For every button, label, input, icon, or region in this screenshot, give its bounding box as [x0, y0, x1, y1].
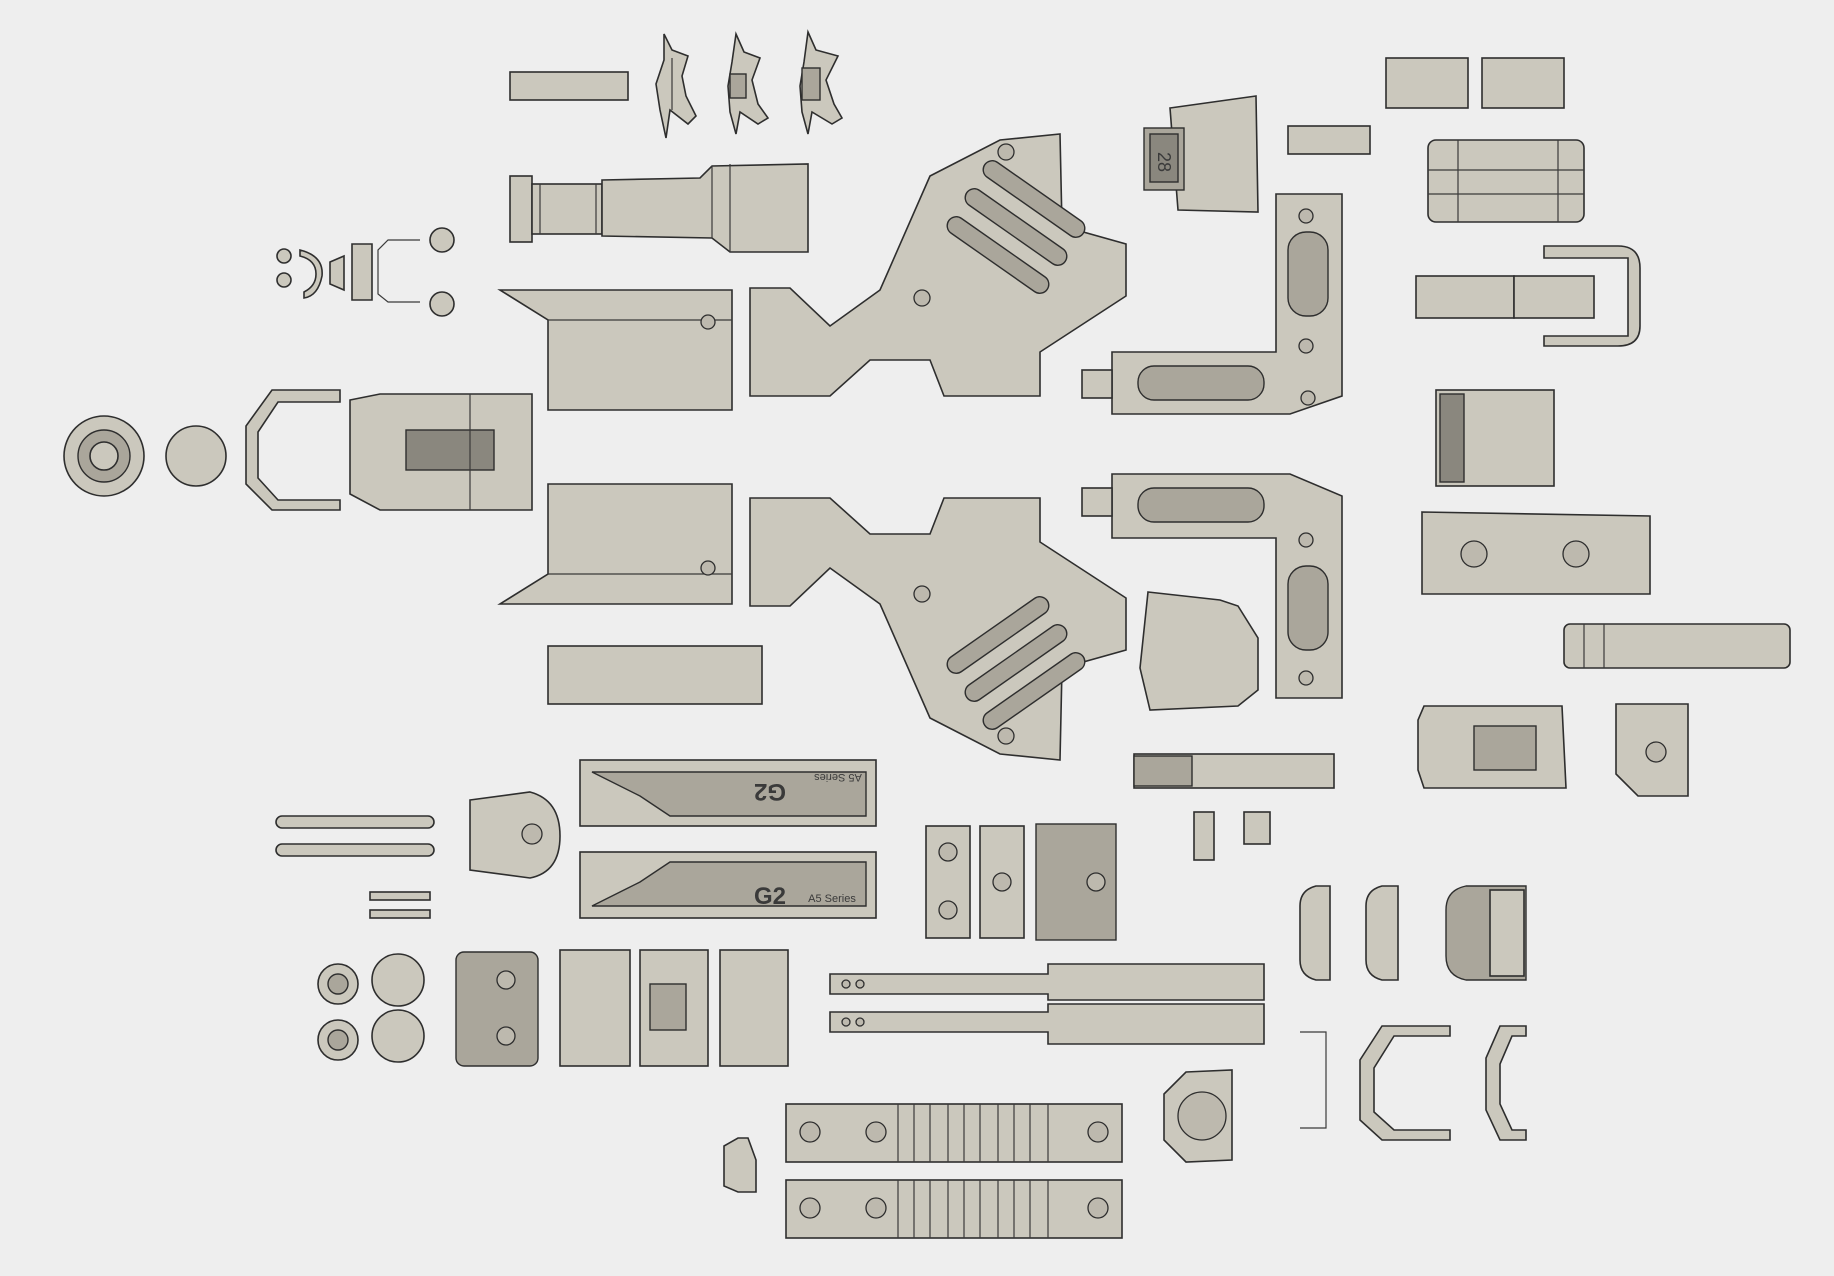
part-large-bracket[interactable] [1359, 1025, 1451, 1141]
part-handle-bar[interactable] [1563, 623, 1791, 669]
part-housing[interactable] [349, 393, 533, 511]
part-washer-c-core [327, 1029, 349, 1051]
part-clip-2[interactable] [727, 31, 770, 135]
part-screw-b[interactable] [429, 291, 455, 317]
part-code-block[interactable]: 28 [1143, 95, 1259, 213]
part-c-bracket[interactable] [245, 389, 341, 511]
logo-top: G2 [754, 778, 786, 805]
part-slide-hook[interactable] [1415, 245, 1641, 347]
part-receiver-lower[interactable] [749, 497, 1127, 761]
part-engraved-plate-bottom[interactable]: G2 A5 Series [579, 851, 877, 919]
part-receiver-upper[interactable] [749, 133, 1127, 397]
part-spacer-a[interactable] [925, 825, 971, 939]
part-strip-a[interactable] [829, 963, 1265, 1001]
part-rod-a[interactable] [275, 815, 435, 829]
part-rod-b[interactable] [275, 843, 435, 857]
part-stock-lower[interactable] [497, 483, 733, 605]
part-grip-block-c[interactable] [719, 949, 789, 1067]
part-stock-upper[interactable] [497, 289, 733, 411]
part-grip-block-b[interactable] [639, 949, 709, 1067]
part-flat-bar-top[interactable] [509, 71, 629, 101]
code-label: 28 [1154, 152, 1174, 172]
part-bottom-plate[interactable] [547, 645, 763, 705]
part-octagon-cap[interactable] [1163, 1069, 1233, 1163]
part-wedge[interactable] [329, 254, 345, 292]
part-plate-c[interactable] [1287, 125, 1371, 155]
logo-bottom: G2 [754, 883, 786, 910]
part-wire-bracket[interactable] [377, 239, 420, 303]
part-l-rail-lower[interactable] [1081, 473, 1343, 699]
series-bottom: A5 Series [808, 893, 856, 905]
part-small-bracket[interactable] [1485, 1025, 1527, 1141]
part-tab-block[interactable] [455, 951, 539, 1067]
part-pivot-block[interactable] [469, 791, 561, 879]
part-rail-block[interactable] [1427, 139, 1585, 223]
part-arc[interactable] [299, 248, 323, 299]
part-l-rail-upper[interactable] [1081, 193, 1343, 415]
part-bolt-carrier[interactable] [1417, 705, 1567, 789]
part-cap-b[interactable] [1365, 885, 1399, 981]
part-pentagon-cap[interactable] [1615, 703, 1689, 797]
part-hex-nut[interactable] [63, 415, 145, 497]
part-barrel[interactable] [509, 163, 809, 253]
part-rail-top[interactable] [785, 1103, 1123, 1163]
part-rail-bottom[interactable] [785, 1179, 1123, 1239]
part-tiny-block-a[interactable] [1193, 811, 1215, 861]
part-strip-b[interactable] [829, 1003, 1265, 1045]
part-washer-b[interactable] [371, 953, 425, 1007]
part-spring-clip[interactable] [369, 891, 431, 919]
part-cap-block[interactable] [1445, 885, 1527, 981]
part-tall-block[interactable] [1435, 389, 1555, 487]
part-spacer-c[interactable] [1035, 823, 1117, 941]
part-tiny-block-b[interactable] [1243, 811, 1271, 845]
part-spacer-b[interactable] [979, 825, 1025, 939]
series-top: A5 Series [814, 771, 862, 783]
part-plate-a[interactable] [1385, 57, 1469, 109]
part-cup[interactable] [1139, 591, 1259, 711]
part-mini-clip[interactable] [723, 1137, 757, 1193]
part-cap-a[interactable] [1299, 885, 1331, 981]
part-disc[interactable] [165, 425, 227, 487]
part-pin-b[interactable] [276, 272, 292, 288]
part-plate-b[interactable] [1481, 57, 1565, 109]
part-mount-plate[interactable] [1421, 511, 1651, 595]
part-screw-a[interactable] [429, 227, 455, 253]
part-latch-bar[interactable] [1133, 753, 1335, 789]
part-washer-a-core [327, 973, 349, 995]
part-clip-1[interactable] [655, 33, 697, 139]
part-pin-a[interactable] [276, 248, 292, 264]
part-clip-3[interactable] [799, 29, 844, 135]
part-washer-d[interactable] [371, 1009, 425, 1063]
part-wire-u[interactable] [1300, 1031, 1327, 1129]
part-grip-block-a[interactable] [559, 949, 631, 1067]
part-engraved-plate-top[interactable]: G2 A5 Series [579, 759, 877, 827]
part-stamp-bracket[interactable] [351, 243, 373, 301]
